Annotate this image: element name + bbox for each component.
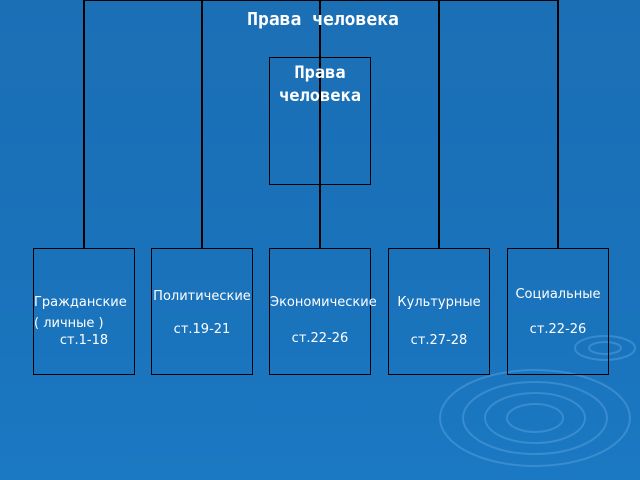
category-name: Гражданские xyxy=(34,295,127,310)
category-articles: ст.22-26 xyxy=(529,322,587,337)
category-name: Социальные xyxy=(515,287,601,302)
category-name: Экономические xyxy=(270,295,377,310)
root-node: Права человека xyxy=(269,57,371,185)
category-name: Культурные xyxy=(397,295,481,310)
root-label-line1: Права xyxy=(294,63,346,83)
category-articles: ст.1-18 xyxy=(59,333,109,348)
root-node-label: Права человека xyxy=(270,62,370,108)
root-label-line2: человека xyxy=(279,86,361,106)
category-political: Политические ст.19-21 xyxy=(151,248,253,375)
category-social: Социальные ст.22-26 xyxy=(507,248,609,375)
category-cultural: Культурные ст.27-28 xyxy=(388,248,490,375)
category-civil: Гражданские ( личные ) ст.1-18 xyxy=(33,248,135,375)
diagram-title: Права человека xyxy=(247,9,399,30)
category-articles: ст.19-21 xyxy=(173,322,231,337)
category-articles: ст.22-26 xyxy=(291,331,349,346)
category-subtitle: ( личные ) xyxy=(34,316,104,331)
category-economic: Экономические ст.22-26 xyxy=(269,248,377,375)
category-name: Политические xyxy=(153,289,251,304)
category-articles: ст.27-28 xyxy=(410,333,468,348)
